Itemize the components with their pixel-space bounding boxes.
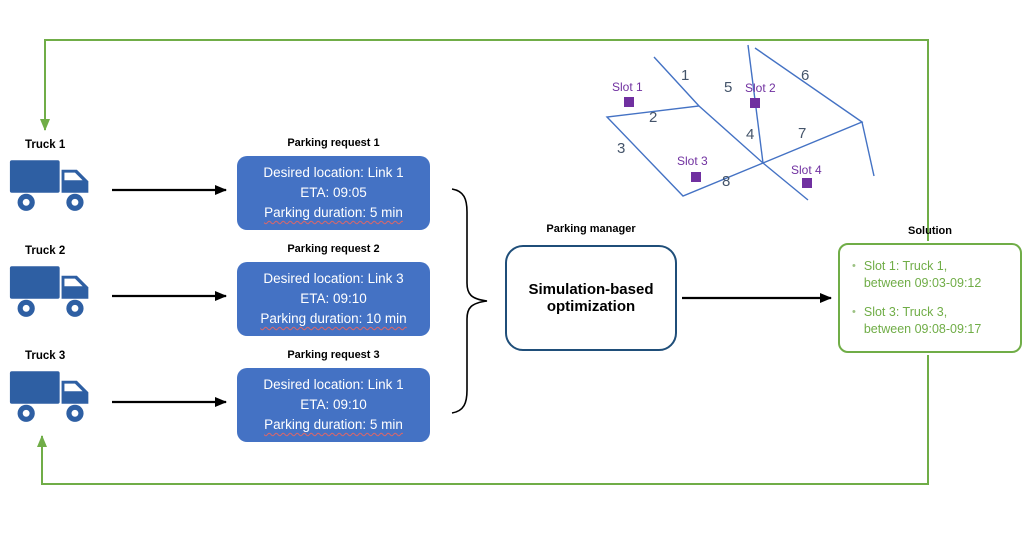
request-3-location: Desired location: Link 1 bbox=[263, 377, 404, 392]
parking-request-1-box: Desired location: Link 1 ETA: 09:05 Park… bbox=[237, 156, 430, 230]
slot-3-marker-icon bbox=[691, 172, 701, 182]
link-5-label: 5 bbox=[724, 79, 733, 96]
solution-item-text: Slot 1: Truck 1, between 09:03-09:12 bbox=[863, 259, 982, 290]
slot-1-marker-icon bbox=[624, 97, 634, 107]
truck-2-label: Truck 2 bbox=[25, 245, 66, 257]
request-3-title: Parking request 3 bbox=[287, 349, 380, 361]
request-2-eta: ETA: 09:10 bbox=[300, 291, 367, 306]
request-3-eta: ETA: 09:10 bbox=[300, 397, 367, 412]
link-8-label: 8 bbox=[722, 173, 731, 190]
feedback-arrow-bottom bbox=[37, 355, 929, 485]
feedback-arrow-top bbox=[40, 39, 929, 241]
solution-item: • Slot 3: Truck 3, between 09:08-09:17 bbox=[852, 304, 1012, 338]
request-2-title: Parking request 2 bbox=[287, 243, 380, 255]
bullet-icon: • bbox=[852, 260, 856, 272]
bullet-icon: • bbox=[852, 306, 856, 318]
truck-3-label: Truck 3 bbox=[25, 350, 66, 362]
link-2-label: 2 bbox=[649, 109, 658, 126]
parking-request-3-box: Desired location: Link 1 ETA: 09:10 Park… bbox=[237, 368, 430, 442]
request-2-duration: Parking duration: 10 min bbox=[260, 311, 407, 326]
manager-body: Simulation-based optimization bbox=[528, 281, 654, 315]
solution-item: • Slot 1: Truck 1, between 09:03-09:12 bbox=[852, 258, 1012, 292]
slot-1-label: Slot 1 bbox=[612, 80, 643, 94]
request-1-location: Desired location: Link 1 bbox=[263, 165, 404, 180]
slot-2-marker-icon bbox=[750, 98, 760, 108]
request-1-eta: ETA: 09:05 bbox=[300, 185, 367, 200]
truck-icon bbox=[8, 262, 96, 329]
request-2-location: Desired location: Link 3 bbox=[263, 271, 404, 286]
manager-title: Parking manager bbox=[546, 223, 636, 235]
parking-manager-box: Simulation-based optimization bbox=[505, 245, 677, 351]
slot-3-label: Slot 3 bbox=[677, 154, 708, 168]
request-3-duration: Parking duration: 5 min bbox=[264, 417, 403, 432]
link-6-label: 6 bbox=[801, 67, 810, 84]
truck-icon bbox=[8, 367, 96, 434]
solution-box: • Slot 1: Truck 1, between 09:03-09:12 •… bbox=[838, 243, 1022, 353]
link-7-label: 7 bbox=[798, 125, 807, 142]
solution-item-text: Slot 3: Truck 3, between 09:08-09:17 bbox=[863, 305, 982, 336]
network-line-right-edge bbox=[861, 121, 875, 177]
slot-2-label: Slot 2 bbox=[745, 81, 776, 95]
parking-request-2-box: Desired location: Link 3 ETA: 09:10 Park… bbox=[237, 262, 430, 336]
link-1-label: 1 bbox=[681, 67, 690, 84]
network-lines-right bbox=[754, 47, 864, 164]
link-3-label: 3 bbox=[617, 140, 626, 157]
truck-1-label: Truck 1 bbox=[25, 139, 66, 151]
request-1-title: Parking request 1 bbox=[287, 137, 380, 149]
slot-4-marker-icon bbox=[802, 178, 812, 188]
solution-title: Solution bbox=[908, 225, 952, 237]
truck-icon bbox=[8, 156, 96, 223]
request-1-duration: Parking duration: 5 min bbox=[264, 205, 403, 220]
link-4-label: 4 bbox=[746, 126, 755, 143]
brace-requests bbox=[451, 188, 488, 414]
slot-4-label: Slot 4 bbox=[791, 163, 822, 177]
